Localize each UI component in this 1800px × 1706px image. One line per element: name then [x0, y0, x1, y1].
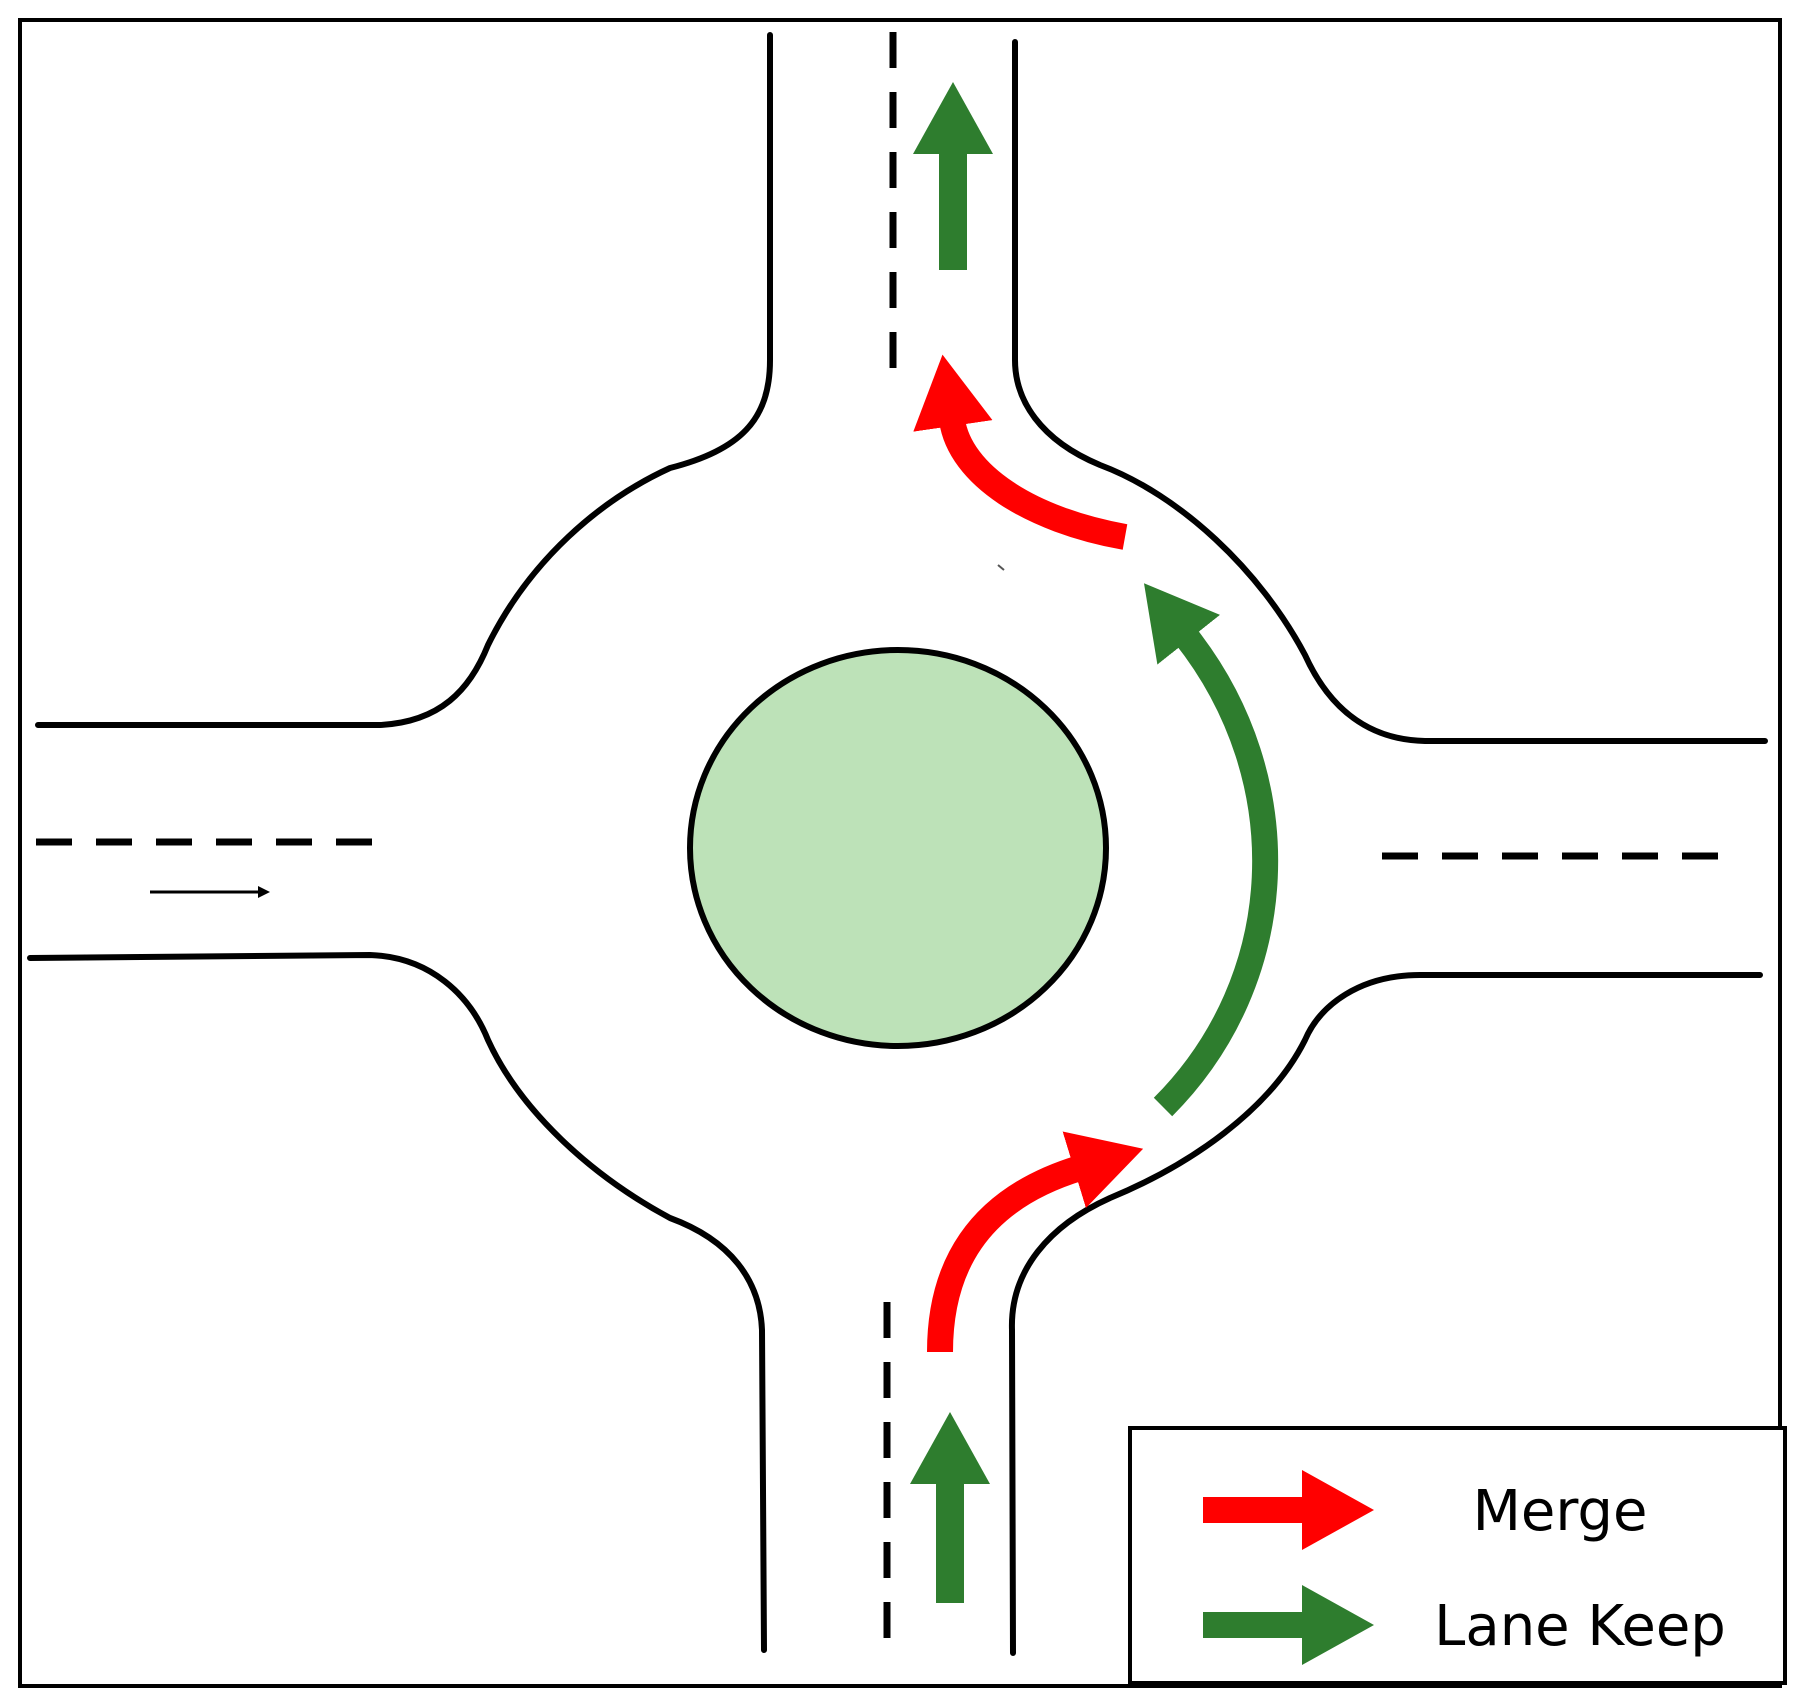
- legend-label-lane-keep: Lane Keep: [1434, 1594, 1726, 1659]
- lane-dividers: [36, 32, 1742, 1662]
- legend: Merge Lane Keep: [1128, 1426, 1787, 1685]
- direction-arrow-west: [150, 886, 270, 898]
- stray-mark: [997, 564, 1005, 571]
- merge-arrow-exit: [913, 354, 1128, 550]
- road-edge-nw: [35, 32, 773, 728]
- legend-label-merge: Merge: [1473, 1479, 1648, 1544]
- legend-box: [1128, 1426, 1787, 1685]
- movement-arrows: [910, 82, 1279, 1603]
- central-island: [687, 647, 1109, 1049]
- legend-item-lane-keep: Lane Keep: [1203, 1585, 1726, 1665]
- road-edge-se: [1008, 972, 1763, 1656]
- lane-keep-arrow-circulating: [1144, 583, 1279, 1117]
- legend-item-merge: Merge: [1203, 1470, 1648, 1550]
- road-edges: [27, 32, 1768, 1656]
- merge-arrow-entry: [927, 1131, 1144, 1353]
- road-edge-sw: [27, 952, 767, 1653]
- road-edge-ne: [1012, 39, 1768, 744]
